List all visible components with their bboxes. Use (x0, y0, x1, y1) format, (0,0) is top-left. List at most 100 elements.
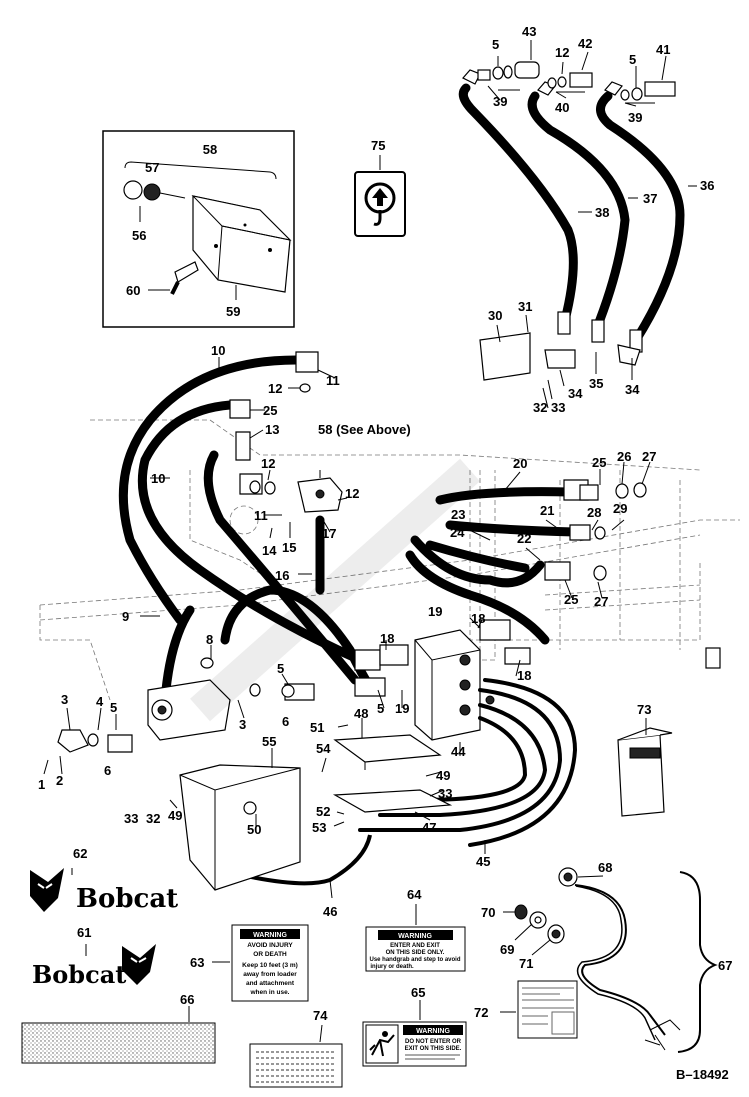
warn63-line4: away from loader (243, 971, 297, 978)
callout: 38 (595, 205, 609, 220)
callout: 12 (261, 456, 275, 471)
callout: 65 (411, 985, 425, 1000)
callout: 61 (77, 925, 91, 940)
callout: 4 (96, 694, 104, 709)
callout: 10 (211, 343, 225, 358)
warn65-line1: DO NOT ENTER OR (405, 1039, 462, 1045)
callout: 33 (438, 786, 452, 801)
callout: 29 (613, 501, 627, 516)
callout: 68 (598, 860, 612, 875)
callout: 27 (594, 594, 608, 609)
tread-decal (21, 1022, 216, 1064)
callout: 50 (247, 822, 261, 837)
callout: 43 (522, 24, 536, 39)
callout: 70 (481, 905, 495, 920)
callout: 67 (718, 958, 732, 973)
callout: 44 (451, 744, 466, 759)
callout-numbers: 56 57 59 60 75 43 5 12 42 5 41 39 40 39 … (38, 24, 732, 1082)
callout: 34 (625, 382, 640, 397)
callout: 49 (436, 768, 450, 783)
warning-decal-63: WARNING AVOID INJURY OR DEATH Keep 10 fe… (231, 924, 309, 1002)
callout: 18 (471, 611, 485, 626)
hoses-upper (458, 61, 685, 381)
callout: 42 (578, 36, 592, 51)
callout: 25 (564, 592, 578, 607)
callout: 58 (See Above) (318, 422, 411, 437)
callout: 59 (226, 304, 240, 319)
detail-box-58: 58 (102, 130, 295, 328)
callout: 27 (642, 449, 656, 464)
callout: 8 (206, 632, 213, 647)
callout: 69 (500, 942, 514, 957)
warning-decal-64: WARNING ENTER AND EXIT ON THIS SIDE ONLY… (365, 926, 466, 972)
callout: 21 (540, 503, 554, 518)
callout: 63 (190, 955, 204, 970)
callout: 15 (282, 540, 296, 555)
callout: 75 (371, 138, 385, 153)
callout: 62 (73, 846, 87, 861)
callout: 3 (61, 692, 68, 707)
callout: 31 (518, 299, 532, 314)
callout: 11 (326, 373, 340, 388)
callout: 25 (592, 455, 606, 470)
hoses-main (57, 351, 647, 886)
callout: 47 (422, 820, 436, 835)
callout: 20 (513, 456, 527, 471)
warn63-head: WARNING (253, 932, 287, 939)
bobcat-logo-62: Bobcat (30, 868, 178, 914)
callout: 57 (145, 160, 159, 175)
callout: 3 (239, 717, 246, 732)
leader-lines (43, 40, 697, 1043)
callout: 51 (310, 720, 324, 735)
callout: 16 (275, 568, 289, 583)
warn64-head: WARNING (398, 933, 432, 940)
callout: 9 (122, 609, 129, 624)
callout: 10 (151, 471, 165, 486)
warn63-line6: when in use. (249, 989, 289, 996)
warn63-line2: OR DEATH (253, 951, 287, 958)
covers (179, 727, 673, 891)
callout: 12 (345, 486, 359, 501)
callout: 73 (637, 702, 651, 717)
callout: 74 (313, 1008, 328, 1023)
callout: 19 (395, 701, 409, 716)
brand-text-61: Bobcat (32, 960, 126, 989)
brand-text-62: Bobcat (76, 884, 178, 914)
callout: 6 (282, 714, 289, 729)
warn64-line3: Use handgrab and step to avoid (369, 957, 460, 963)
callout: 34 (568, 386, 583, 401)
callout: 5 (110, 700, 117, 715)
callout: 41 (656, 42, 670, 57)
callout: 66 (180, 992, 194, 1007)
callout: 39 (628, 110, 642, 125)
wiring-harness (514, 867, 718, 1053)
callout: 46 (323, 904, 337, 919)
detail-title: 58 (203, 142, 217, 157)
callout: 5 (377, 701, 384, 716)
lift-point-decal (354, 171, 406, 237)
callout: 14 (262, 543, 277, 558)
callout: 26 (617, 449, 631, 464)
decal-74 (249, 1043, 343, 1088)
callout: 6 (104, 763, 111, 778)
callout: 40 (555, 100, 569, 115)
callout: 72 (474, 1005, 488, 1020)
callout: 17 (322, 526, 336, 541)
callout: 24 (450, 525, 465, 540)
callout: 25 (263, 403, 277, 418)
warn65-line2: EXIT ON THIS SIDE. (405, 1046, 462, 1052)
callout: 36 (700, 178, 714, 193)
callout: 52 (316, 804, 330, 819)
callout: 23 (451, 507, 465, 522)
warn65-head: WARNING (416, 1028, 450, 1035)
callout: 13 (265, 422, 279, 437)
decal-72 (517, 980, 578, 1039)
callout: 1 (38, 777, 45, 792)
warn64-line1: ENTER AND EXIT (390, 943, 440, 949)
callout: 48 (354, 706, 368, 721)
callout: 45 (476, 854, 490, 869)
callout: 30 (488, 308, 502, 323)
callout: 33 (124, 811, 138, 826)
callout: 64 (407, 887, 422, 902)
warn64-line4: injury or death. (370, 964, 414, 970)
